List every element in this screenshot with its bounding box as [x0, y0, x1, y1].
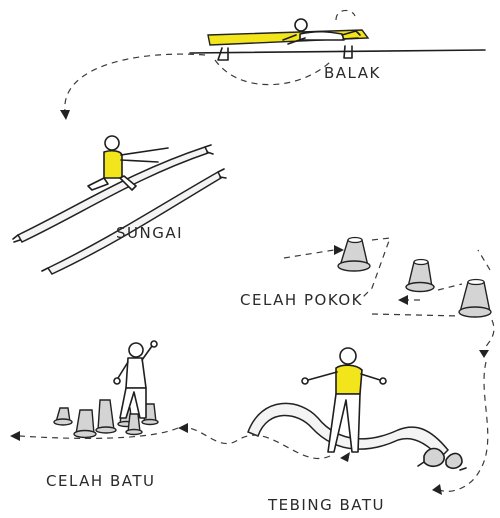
- balak-left-support: [217, 47, 229, 61]
- celah-batu-person: [113, 340, 158, 419]
- pokok-path-4: [437, 283, 463, 291]
- arrow-head-icon: [432, 484, 442, 495]
- label-celah-pokok: CELAH POKOK: [240, 291, 363, 309]
- sungai-person: [87, 135, 169, 191]
- balak-to-sungai-path: [64, 53, 206, 113]
- label-celah-batu: CELAH BATU: [46, 472, 156, 490]
- station-celah-pokok: CELAH POKOK: [240, 236, 495, 358]
- pokok-path-5: [371, 313, 461, 317]
- cone-3: [458, 278, 492, 318]
- tebing-rocks: [417, 447, 467, 471]
- station-sungai: SUNGAI: [12, 135, 227, 275]
- arrow-head-icon: [398, 295, 408, 305]
- sungai-rope-ends: [12, 144, 227, 272]
- arrow-head-icon: [10, 431, 20, 441]
- arrow-head-icon: [60, 110, 70, 120]
- arrow-head-icon: [479, 350, 489, 358]
- tebing-person: [301, 347, 387, 453]
- pokok-path-6: [477, 249, 491, 271]
- station-celah-batu: CELAH BATU: [10, 340, 179, 490]
- label-tebing-batu: TEBING BATU: [267, 496, 385, 514]
- arrow-head-icon: [178, 423, 188, 433]
- label-balak: BALAK: [324, 64, 381, 82]
- arrow-head-icon: [340, 452, 350, 462]
- balak-dashed-loop: [214, 59, 331, 86]
- tebing-exit-path: [187, 427, 331, 459]
- balak-ground-line: [189, 49, 486, 54]
- sungai-lower-rope: [46, 170, 222, 275]
- balak-person: [282, 18, 361, 45]
- cone-1: [337, 236, 371, 272]
- balak-right-support: [343, 45, 353, 59]
- station-tebing-batu: TEBING BATU: [178, 347, 489, 514]
- batu-exit-path: [19, 427, 179, 439]
- pokok-to-tebing-path: [482, 319, 495, 356]
- station-balak: BALAK: [60, 9, 486, 120]
- tebing-entry-path: [439, 361, 489, 492]
- arrow-head-icon: [334, 245, 344, 255]
- cone-2: [405, 258, 435, 293]
- pokok-path-2: [361, 237, 391, 299]
- pokok-path-1: [283, 249, 335, 259]
- balak-dashed-arrow-top: [335, 9, 356, 21]
- label-sungai: SUNGAI: [116, 224, 183, 242]
